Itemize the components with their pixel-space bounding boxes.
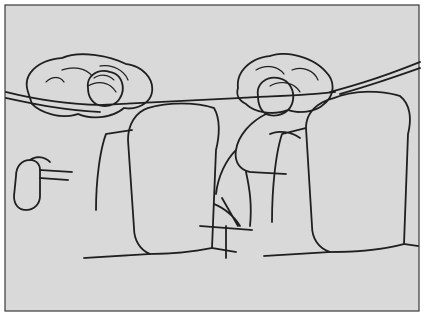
picture-border: [5, 5, 419, 311]
